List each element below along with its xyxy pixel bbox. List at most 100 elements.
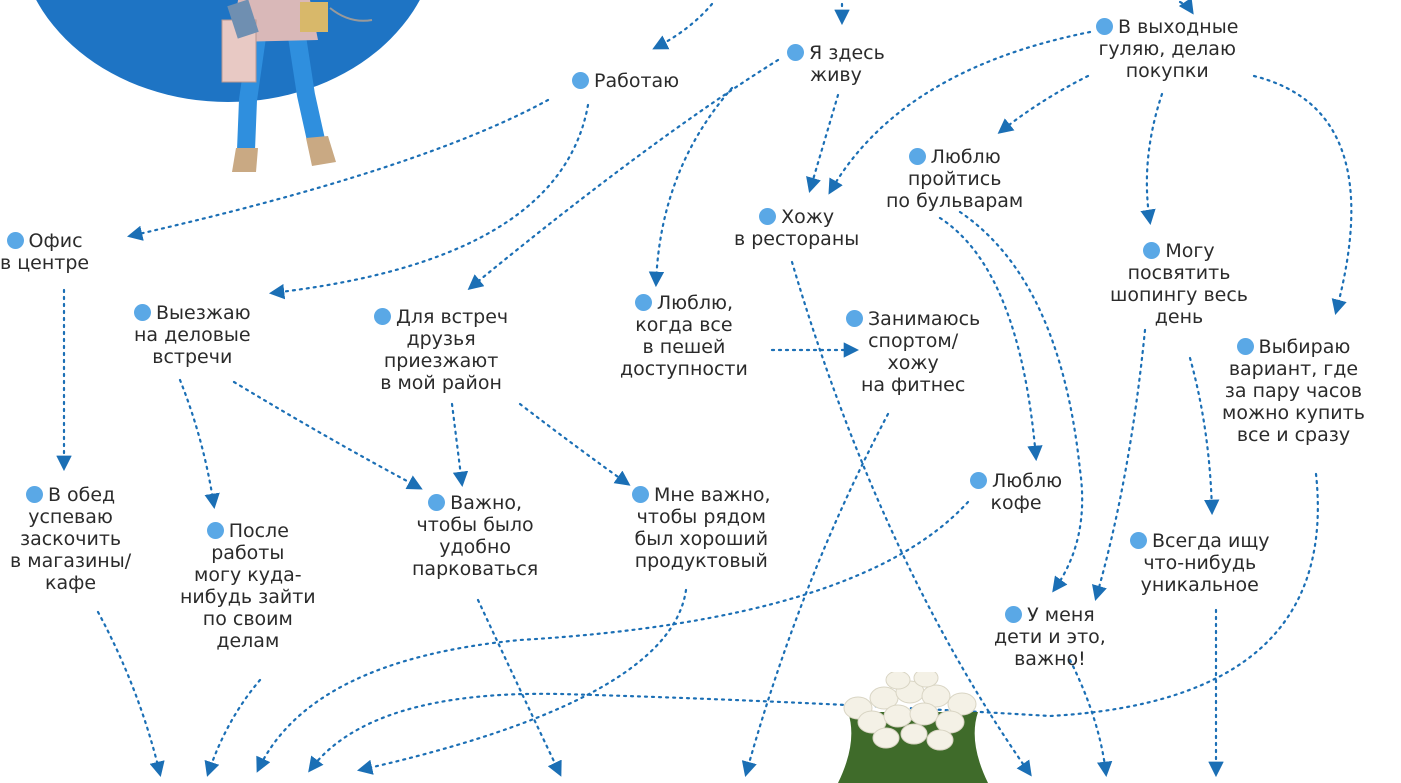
node-label: приезжают: [383, 350, 499, 372]
bullet-dot-icon: [759, 208, 777, 225]
node-label: Работаю: [594, 70, 680, 92]
node-rabotayu: Работаю: [572, 70, 679, 92]
bullet-dot-icon: [632, 486, 649, 503]
node-label: Люблю: [930, 146, 1001, 168]
node-label: У меня: [1027, 604, 1095, 626]
node-line: Офис: [0, 230, 89, 252]
arrow-deti-to-bottom: [1068, 658, 1113, 778]
node-line: дети и это,: [994, 626, 1106, 648]
node-line: в пешей: [620, 336, 748, 358]
node-line: Работаю: [572, 70, 679, 92]
arrow-zhivu-to-druzya: [467, 58, 780, 290]
node-label: продуктовый: [634, 550, 768, 572]
node-label: спортом/: [868, 330, 959, 352]
node-line: в мой район: [374, 372, 508, 394]
node-label: друзья: [406, 328, 476, 350]
node-label: нибудь зайти: [180, 586, 316, 608]
node-line: Я здесь: [787, 42, 885, 64]
arrow-zhivu-to-restorany: [806, 93, 840, 193]
node-line: друзья: [374, 328, 508, 350]
node-line: день: [1110, 306, 1248, 328]
shopping-woman-illustration: [36, 0, 420, 172]
bullet-dot-icon: [1236, 338, 1254, 355]
node-label: Могу: [1165, 240, 1215, 262]
node-line: Для встреч: [374, 306, 508, 328]
node-label: в магазины/: [10, 550, 132, 572]
node-line: спортом/: [846, 330, 980, 352]
node-line: парковаться: [412, 558, 538, 580]
arrow-delovye-to-posle: [178, 378, 220, 510]
node-label: удобно: [439, 536, 511, 558]
arrow-delovye-to-parkovka: [232, 380, 423, 490]
node-label: по своим: [202, 608, 293, 630]
roses-photo: [838, 672, 988, 783]
node-line: в рестораны: [734, 228, 859, 250]
node-line: живу: [787, 64, 885, 86]
node-line: Выбираю: [1222, 336, 1365, 358]
arrow-posle-to-bottom: [204, 678, 262, 777]
node-label: на фитнес: [860, 374, 966, 396]
arrow-vybirayu-to-bottom: [308, 472, 1319, 773]
arrow-vyhodnye-to-restorany: [828, 30, 1092, 195]
bullet-dot-icon: [908, 148, 926, 165]
node-label: Выезжаю: [156, 302, 251, 324]
arrow-restorany-to-bottom: [790, 260, 1032, 777]
node-label: Хожу: [781, 206, 835, 228]
node-label: кофе: [990, 492, 1042, 514]
bullet-dot-icon: [787, 44, 804, 61]
node-line: Люблю: [970, 470, 1062, 492]
arrow-obed-to-bottom: [96, 610, 165, 777]
node-label: когда все: [635, 314, 733, 336]
node-label: вариант, где: [1228, 358, 1359, 380]
node-label: день: [1154, 306, 1204, 328]
node-line: пройтись: [886, 168, 1023, 190]
bullet-dot-icon: [25, 486, 43, 503]
node-label: В обед: [47, 484, 116, 506]
node-label: в центре: [0, 252, 90, 274]
node-label: успеваю: [28, 506, 113, 528]
arrow-vyhodnye-to-shoping: [1140, 92, 1164, 226]
node-label: работы: [211, 542, 285, 564]
node-line: посвятить: [1110, 262, 1248, 284]
node-label: был хороший: [634, 528, 769, 550]
node-label: заскочить: [19, 528, 122, 550]
node-label: покупки: [1125, 60, 1209, 82]
node-line: уникальное: [1130, 574, 1269, 596]
node-line: У меня: [994, 604, 1106, 626]
node-label: После: [228, 520, 289, 542]
node-label: в пешей: [642, 336, 726, 358]
node-line: все и сразу: [1222, 424, 1365, 446]
node-label: хожу: [887, 352, 939, 374]
bullet-dot-icon: [1005, 606, 1023, 623]
node-line: что-нибудь: [1130, 552, 1269, 574]
bullet-dot-icon: [1096, 18, 1113, 35]
node-line: на фитнес: [846, 374, 980, 396]
node-line: делам: [180, 630, 316, 652]
node-label: что-нибудь: [1143, 552, 1257, 574]
node-line: доступности: [620, 358, 748, 380]
node-label: в мой район: [380, 372, 502, 394]
node-line: покупки: [1096, 60, 1238, 82]
node-line: нибудь зайти: [180, 586, 316, 608]
node-line: по бульварам: [886, 190, 1023, 212]
arrow-rabotayu-to-delovye: [268, 103, 590, 300]
bullet-dot-icon: [206, 522, 224, 539]
node-label: посвятить: [1127, 262, 1231, 284]
node-label: живу: [809, 64, 862, 86]
node-label: за пару часов: [1224, 380, 1363, 402]
node-line: Мне важно,: [632, 484, 771, 506]
node-label: доступности: [620, 358, 748, 380]
node-line: Люблю: [886, 146, 1023, 168]
